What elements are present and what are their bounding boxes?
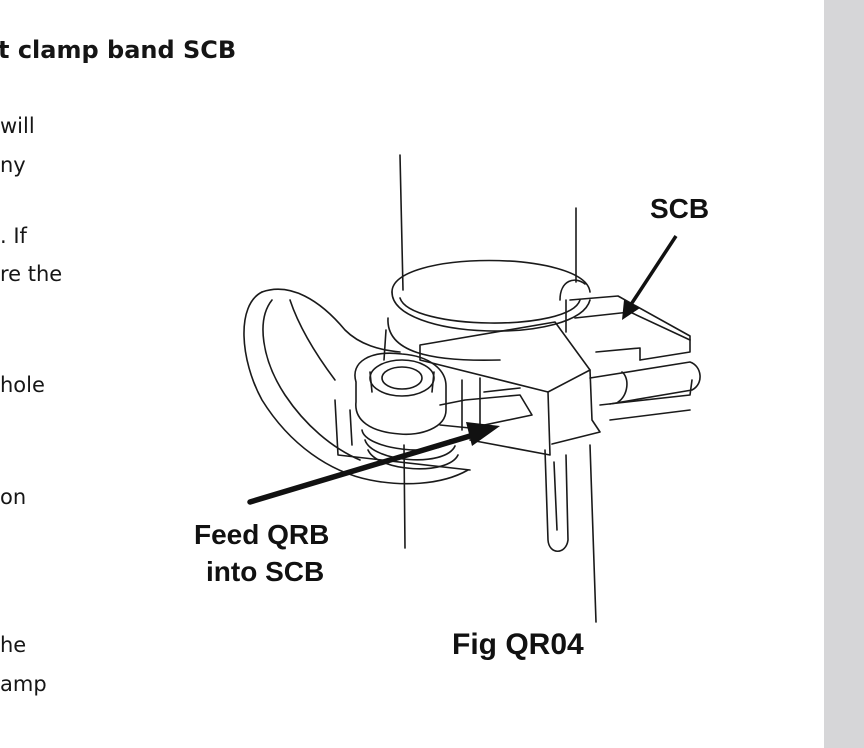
text-fragment: . If (0, 224, 27, 248)
text-fragment: ny (0, 153, 26, 177)
text-fragment: on (0, 485, 27, 509)
clamp-illustration (243, 154, 701, 623)
text-fragment: re the (0, 262, 63, 286)
section-heading: t clamp band SCB (0, 36, 237, 64)
callout-arrows (247, 235, 678, 505)
bolt-head (354, 352, 533, 470)
text-fragment: he (0, 633, 27, 657)
scb-band (565, 295, 693, 421)
seat-post-tube (399, 154, 597, 623)
figure-caption: Fig QR04 (452, 628, 584, 661)
text-fragment: will (0, 114, 35, 138)
quick-release-lever (243, 288, 471, 485)
side-panel (824, 0, 864, 748)
clamp-pin (589, 361, 701, 405)
manual-page: t clamp band SCB will ny . If re the hol… (0, 36, 710, 696)
text-fragment: amp (0, 672, 47, 696)
callout-scb: SCB (650, 193, 710, 224)
clamp-collar (383, 259, 591, 362)
callout-feed-line2: into SCB (206, 556, 325, 587)
text-fragment: hole (0, 373, 45, 397)
callout-feed-line1: Feed QRB (194, 519, 330, 550)
clamp-bar (419, 321, 601, 553)
